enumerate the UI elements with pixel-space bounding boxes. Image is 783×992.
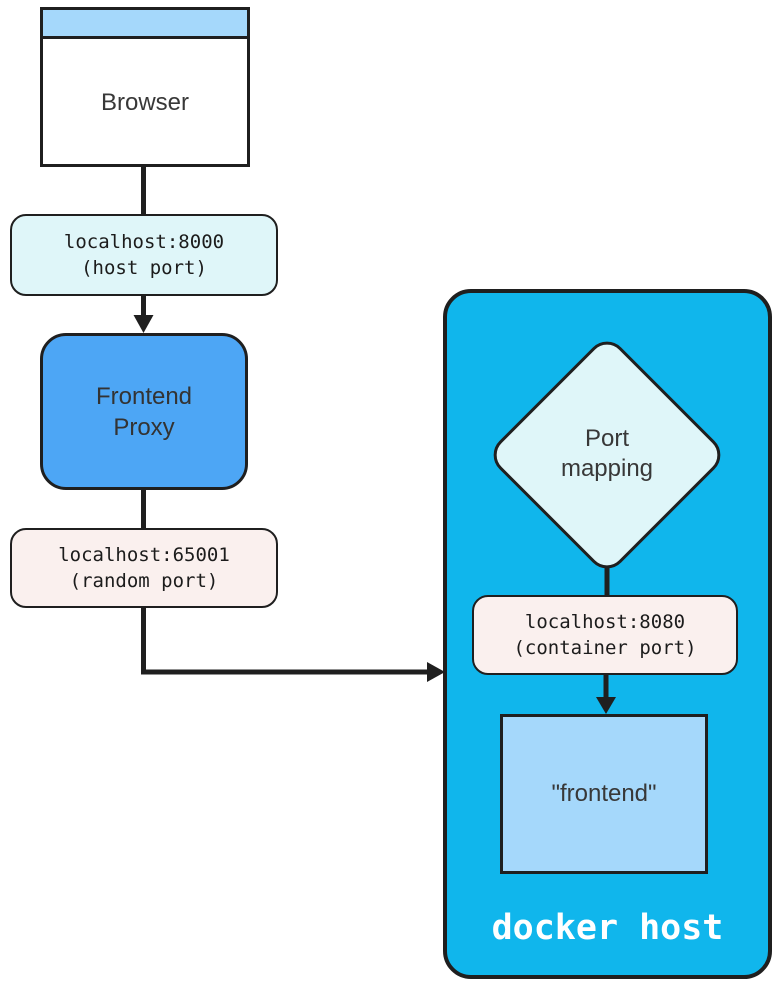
browser-titlebar — [43, 10, 247, 39]
host-port-label: localhost:8000 (host port) — [10, 214, 278, 296]
browser-node: Browser — [40, 7, 250, 167]
random-port-note: (random port) — [69, 570, 219, 592]
container-port-note: (container port) — [513, 637, 697, 659]
edge-label-to-frontend-arrowhead — [596, 697, 616, 714]
port-mapping-label: Port mapping — [497, 424, 717, 484]
host-port-address: localhost:8000 — [63, 231, 225, 253]
frontend-container-label: "frontend" — [551, 780, 657, 807]
frontend-proxy-node: Frontend Proxy — [40, 333, 248, 490]
host-port-note: (host port) — [81, 257, 207, 279]
random-port-label: localhost:65001 (random port) — [10, 528, 278, 608]
docker-host-caption: docker host — [491, 908, 724, 948]
edge-browser-to-proxy-arrowhead — [133, 315, 154, 333]
frontend-proxy-label-line2: Proxy — [113, 413, 175, 441]
random-port-address: localhost:65001 — [58, 544, 230, 566]
browser-label: Browser — [100, 89, 190, 116]
frontend-proxy-label-line1: Frontend — [95, 382, 193, 410]
port-mapping-label-line2: mapping — [560, 455, 654, 482]
edge-proxy-to-docker-arrowhead — [427, 662, 445, 682]
port-mapping-label-line1: Port — [584, 425, 629, 452]
container-port-label: localhost:8080 (container port) — [472, 595, 738, 675]
container-port-address: localhost:8080 — [524, 611, 686, 633]
frontend-container-node: "frontend" — [500, 714, 708, 874]
